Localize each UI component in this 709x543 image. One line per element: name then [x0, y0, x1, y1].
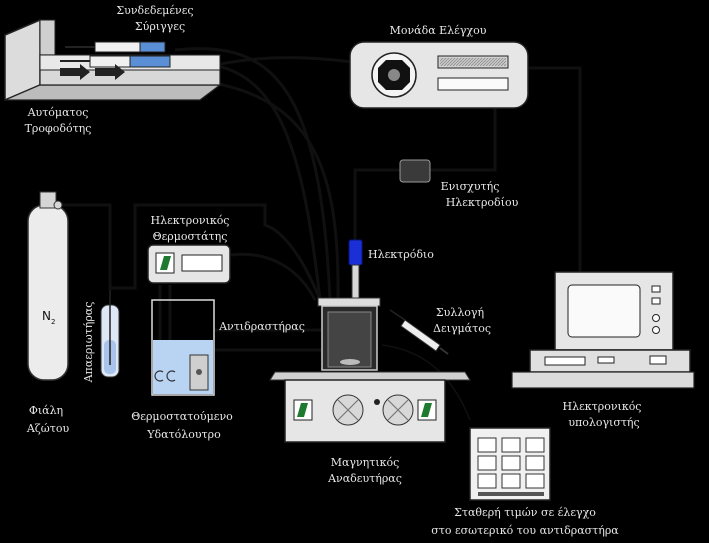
label-deaerator: Απαεριωτήρας: [82, 302, 95, 384]
nitrogen-to-reactor: [110, 203, 322, 301]
syringe-2: [60, 55, 171, 68]
thermostat-to-bath: [158, 285, 172, 345]
electronic-thermostat: [147, 244, 231, 284]
label-sampling-1: Συλλογή: [436, 306, 484, 319]
labels: Συνδεδεμένες Σύριγγες Μονάδα Ελέγχου Αυτ…: [25, 4, 642, 537]
label-water-bath-2: Υδατόλουτρο: [146, 428, 221, 441]
label-n2-bottle-1: Φιάλη: [29, 404, 63, 417]
pump-arrows: [60, 64, 125, 80]
label-computer-1: Ηλεκτρονικός: [563, 400, 642, 413]
syringe-1: [65, 41, 166, 53]
nitrogen-bottle: N 2: [27, 191, 69, 381]
reactor: [317, 297, 381, 371]
label-sample-storage-2: στο εσωτερικό του αντιδραστήρα: [431, 524, 619, 537]
label-magnetic-stirrer-1: Μαγνητικός: [331, 456, 400, 469]
label-magnetic-stirrer-2: Αναδευτήρας: [327, 472, 402, 485]
label-control-unit: Μονάδα Ελέγχου: [390, 24, 487, 37]
computer-screen: [567, 284, 641, 338]
water-bath: [151, 299, 215, 396]
label-sample-storage-1: Σταθερή τιμών σε έλεγχο: [454, 506, 596, 519]
label-electrode: Ηλεκτρόδιο: [368, 248, 434, 261]
label-thermostat-2: Θερμοστάτης: [153, 230, 228, 243]
label-reactor: Αντιδραστήρας: [218, 320, 305, 333]
label-auto-feeder-2: Τροφοδότης: [25, 122, 92, 135]
electrode-amplifier: [399, 159, 431, 183]
sample-storage-rack: [469, 427, 551, 501]
control-unit: [349, 41, 529, 109]
control-display-bottom: [437, 77, 509, 91]
label-computer-2: υπολογιστής: [568, 416, 639, 429]
label-thermostat-1: Ηλεκτρονικός: [151, 214, 230, 227]
thermostat-display: [181, 254, 223, 272]
n2-label: N: [42, 309, 51, 323]
computer: [511, 271, 695, 389]
magnetic-stirrer: [269, 371, 471, 443]
syringe-pump: [4, 18, 222, 102]
control-to-computer-cable: [528, 66, 582, 272]
sample-storage-arrow: [381, 344, 471, 421]
label-water-bath-1: Θερμοστατούμενο: [131, 410, 233, 423]
label-sampling-2: Δειγμάτος: [433, 322, 491, 335]
label-syringes-2: Σύριγγες: [135, 20, 185, 33]
nitrogen-line: [60, 203, 112, 290]
sampling-syringe: [389, 309, 449, 355]
label-electrode-amp-1: Ενισχυτής: [441, 180, 500, 193]
label-n2-bottle-2: Αζώτου: [26, 422, 70, 435]
n2-subscript: 2: [51, 318, 55, 326]
label-auto-feeder-1: Αυτόματος: [27, 106, 89, 119]
deaerator: [100, 290, 120, 378]
label-syringes-1: Συνδεδεμένες: [116, 4, 193, 17]
amp-to-electrode-cable: [353, 168, 400, 240]
control-to-amp-cable: [430, 108, 497, 172]
label-electrode-amp-2: Ηλεκτροδίου: [446, 196, 519, 209]
thermostat-cable: [229, 252, 317, 301]
syringe-tube-1: [174, 47, 332, 301]
